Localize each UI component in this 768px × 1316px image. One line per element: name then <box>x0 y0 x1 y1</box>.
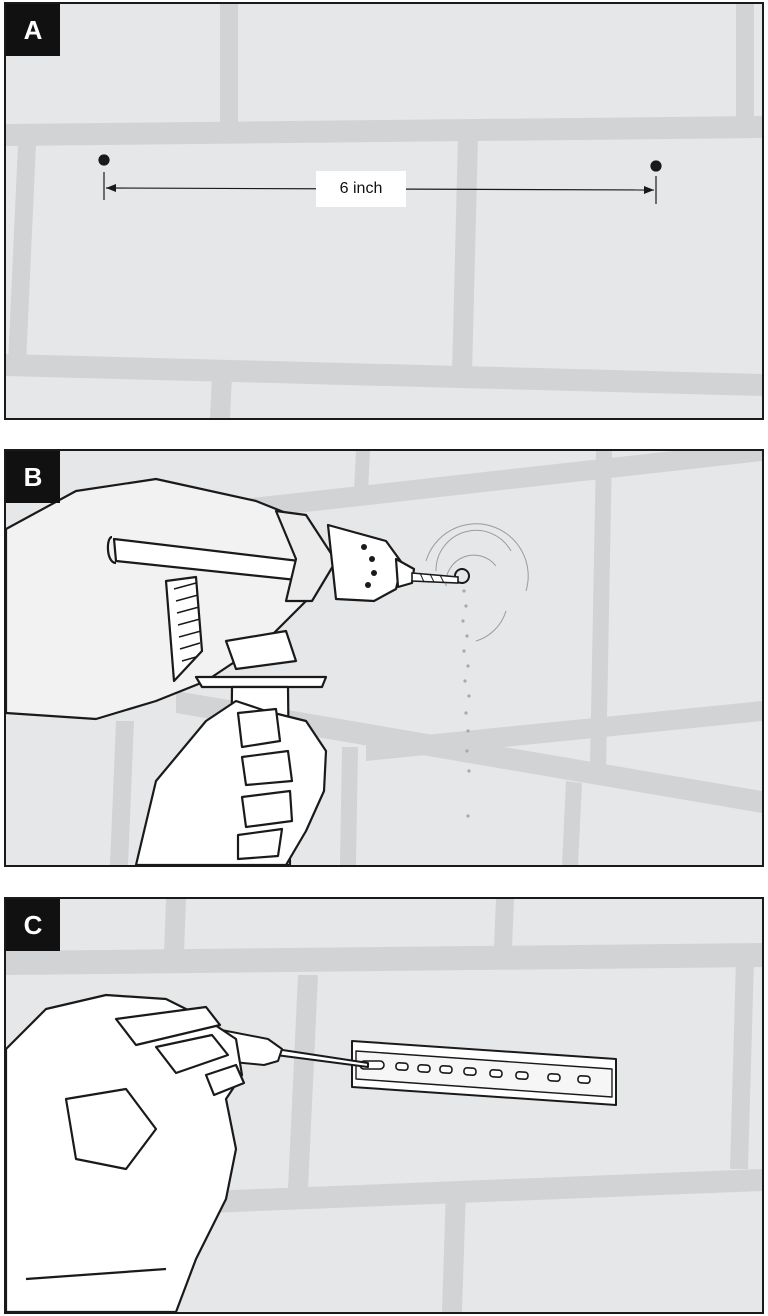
step-label-a: A <box>6 4 60 56</box>
mark-dot-left <box>99 155 109 165</box>
screwing-illustration <box>6 899 762 1312</box>
brick-wall-a <box>6 4 762 418</box>
step-label-c: C <box>6 899 60 951</box>
step-label-b: B <box>6 451 60 503</box>
hands <box>6 995 244 1312</box>
measurement-label: 6 inch <box>316 171 406 207</box>
panel-c: C <box>4 897 764 1314</box>
drilling-illustration <box>6 451 762 865</box>
din-rail <box>352 1041 616 1105</box>
mark-dot-right <box>651 161 661 171</box>
panel-b: B <box>4 449 764 867</box>
panel-a: A 6 inch <box>4 2 764 420</box>
